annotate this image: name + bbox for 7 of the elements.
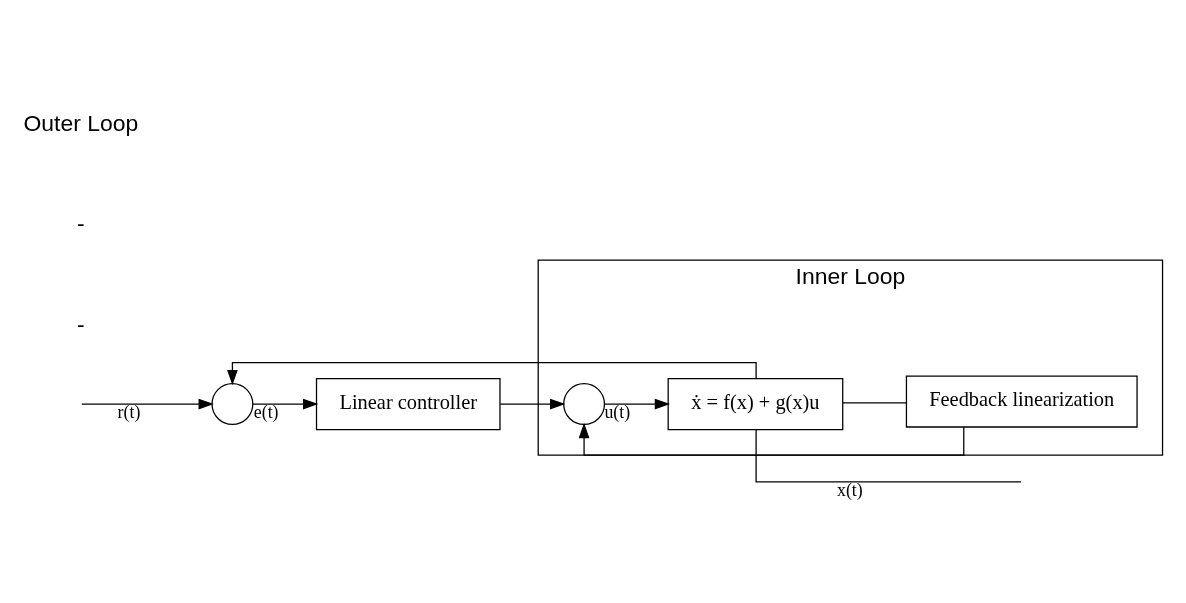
- label: -: [76, 210, 85, 237]
- edge-label: x(t): [837, 480, 863, 501]
- edge-label: u(t): [604, 402, 631, 423]
- label: -: [76, 310, 85, 337]
- label: Outer Loop: [23, 109, 139, 136]
- edge-label: r(t): [117, 402, 141, 423]
- edge-label: e(t): [253, 402, 279, 423]
